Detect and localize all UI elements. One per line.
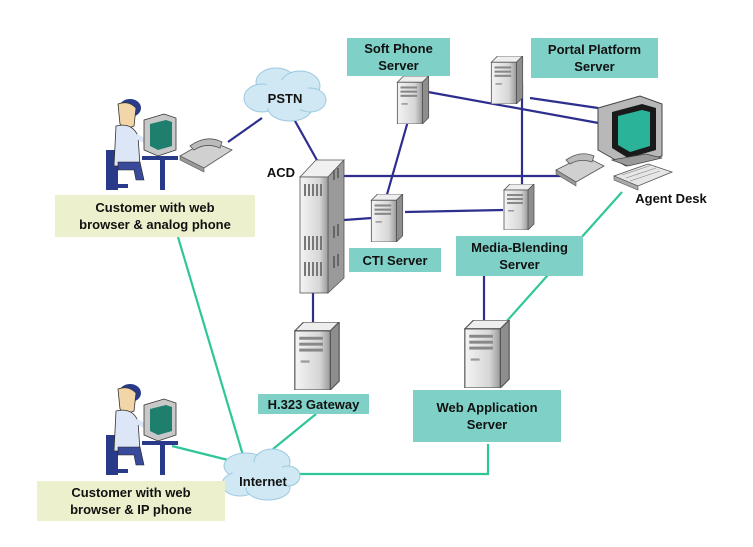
customer-analog-phone-label: Customer with web browser & analog phone	[55, 195, 255, 237]
media-blending-server-icon	[503, 184, 535, 230]
portal-platform-server-icon	[490, 56, 524, 104]
link-internet-webapp	[290, 444, 490, 476]
web-application-server-icon	[464, 320, 510, 388]
h323-gateway-server-icon	[294, 322, 340, 390]
web-application-server-label: Web Application Server	[413, 390, 561, 442]
agent-desk-label: Agent Desk	[635, 190, 707, 206]
link-cti-media	[404, 208, 504, 214]
h323-gateway-label: H.323 Gateway	[258, 394, 369, 414]
soft-phone-server-icon	[396, 76, 430, 124]
media-blending-server-label: Media-Blending Server	[456, 236, 583, 276]
keyboard-icon	[612, 163, 674, 191]
internet-label: Internet	[239, 473, 287, 489]
link-ip-customer-internet	[171, 444, 237, 464]
acd-label: ACD	[266, 164, 296, 180]
link-customer-internet	[176, 236, 247, 463]
pstn-cloud-icon	[243, 67, 327, 122]
portal-platform-server-label: Portal Platform Server	[531, 38, 658, 78]
monitor-icon	[597, 95, 663, 167]
customer-ip-phone-label: Customer with web browser & IP phone	[37, 481, 225, 521]
analog-telephone-icon	[179, 138, 233, 173]
person-at-computer-icon	[106, 384, 178, 475]
person-at-computer-icon	[106, 99, 178, 190]
link-softphone-agent	[427, 90, 605, 126]
agent-telephone-icon	[555, 153, 605, 187]
link-portal-agent	[529, 96, 599, 110]
pstn-label: PSTN	[267, 90, 303, 106]
link-acd-cti	[343, 216, 373, 222]
cti-server-label: CTI Server	[349, 248, 441, 272]
link-phone-pstn	[227, 117, 263, 143]
cti-server-icon	[370, 194, 404, 242]
internet-cloud-icon	[221, 448, 301, 501]
soft-phone-server-label: Soft Phone Server	[347, 38, 450, 76]
acd-switch-icon	[299, 158, 345, 294]
